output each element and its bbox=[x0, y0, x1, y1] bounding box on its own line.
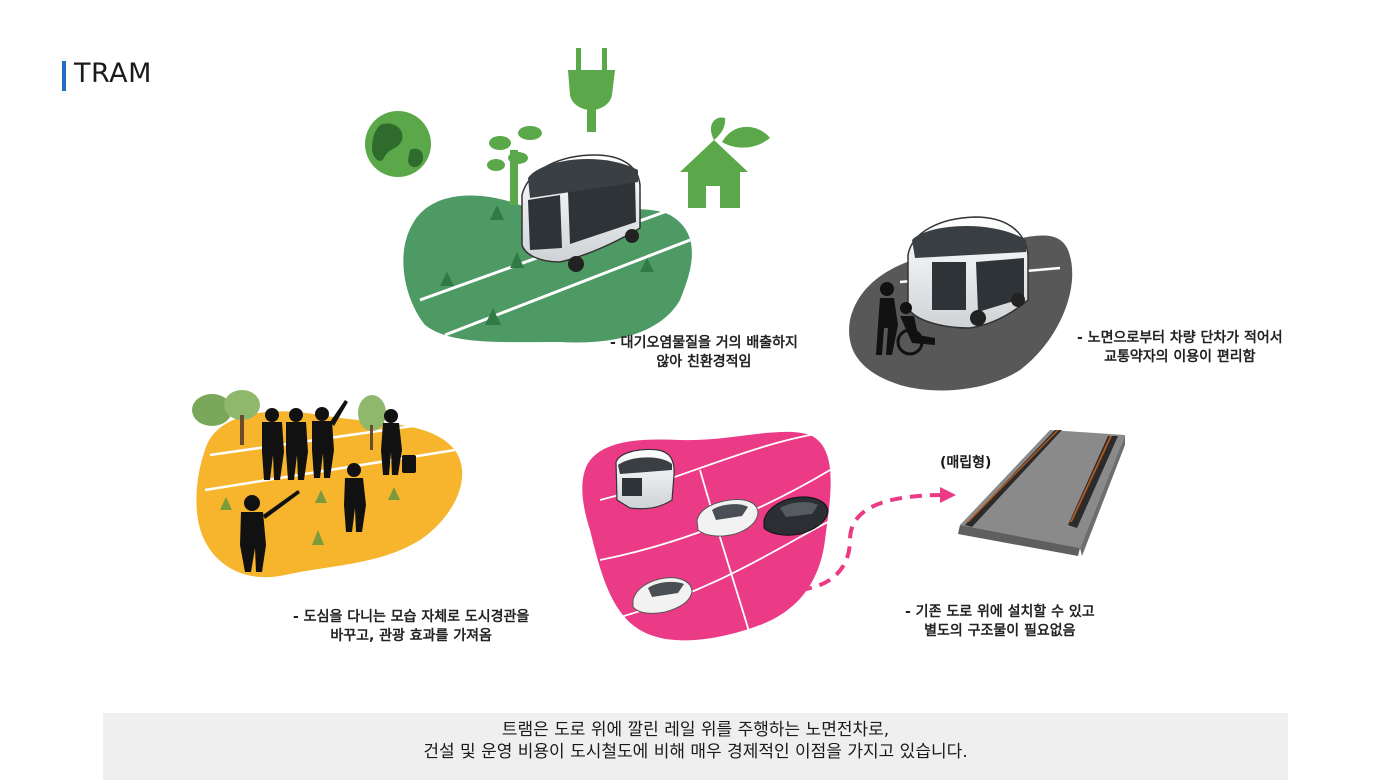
title-accent-bar bbox=[62, 61, 66, 91]
road-illustration bbox=[582, 431, 833, 641]
tram-vehicle-icon bbox=[615, 448, 675, 510]
car-icon bbox=[632, 577, 693, 614]
eco-caption-line1: - 대기오염물질을 거의 배출하지 bbox=[610, 335, 798, 351]
wheelchair-user-icon bbox=[876, 282, 935, 356]
access-caption-line2: 교통약자의 이용이 편리함 bbox=[1104, 349, 1256, 365]
plug-icon bbox=[568, 48, 615, 132]
rail-type-label: (매립형) bbox=[940, 455, 992, 471]
eco-illustration bbox=[365, 48, 770, 343]
tourism-caption-line1: - 도심을 다니는 모습 자체로 도시경관을 bbox=[293, 609, 530, 625]
summary-footer: 트램은 도로 위에 깔린 레일 위를 주행하는 노면전차로, 건설 및 운영 비… bbox=[103, 713, 1288, 780]
road-caption-line2: 별도의 구조물이 필요없음 bbox=[924, 623, 1076, 639]
tourists-silhouette-icon bbox=[240, 400, 416, 572]
page-title: TRAM bbox=[74, 58, 152, 89]
tree-icon bbox=[487, 126, 542, 205]
car-icon bbox=[763, 496, 829, 536]
tourism-caption: - 도심을 다니는 모습 자체로 도시경관을 바꾸고, 관광 효과를 가져옴 bbox=[293, 608, 529, 646]
access-illustration bbox=[849, 216, 1073, 391]
globe-icon bbox=[365, 111, 431, 177]
dashed-arrow-icon bbox=[799, 487, 956, 592]
footer-line2: 건설 및 운영 비용이 도시철도에 비해 매우 경제적인 이점을 가지고 있습니… bbox=[423, 742, 968, 762]
tourism-caption-line2: 바꾸고, 관광 효과를 가져옴 bbox=[330, 628, 492, 644]
access-caption: - 노면으로부터 차량 단차가 적어서 교통약자의 이용이 편리함 bbox=[1077, 329, 1283, 367]
eco-caption: - 대기오염물질을 거의 배출하지 않아 친환경적임 bbox=[610, 334, 798, 372]
footer-line1: 트램은 도로 위에 깔린 레일 위를 주행하는 노면전차로, bbox=[501, 720, 890, 740]
car-icon bbox=[696, 499, 759, 537]
house-leaf-icon bbox=[680, 117, 770, 208]
access-caption-line1: - 노면으로부터 차량 단차가 적어서 bbox=[1077, 330, 1283, 346]
tree-icon bbox=[192, 390, 386, 450]
eco-caption-line2: 않아 친환경적임 bbox=[656, 354, 752, 370]
embedded-rail-icon bbox=[958, 430, 1125, 556]
tourism-illustration bbox=[192, 390, 463, 578]
road-caption: - 기존 도로 위에 설치할 수 있고 별도의 구조물이 필요없음 bbox=[905, 603, 1095, 641]
tram-vehicle-icon bbox=[521, 154, 641, 272]
road-caption-line1: - 기존 도로 위에 설치할 수 있고 bbox=[905, 604, 1095, 620]
tram-vehicle-icon bbox=[907, 216, 1029, 329]
